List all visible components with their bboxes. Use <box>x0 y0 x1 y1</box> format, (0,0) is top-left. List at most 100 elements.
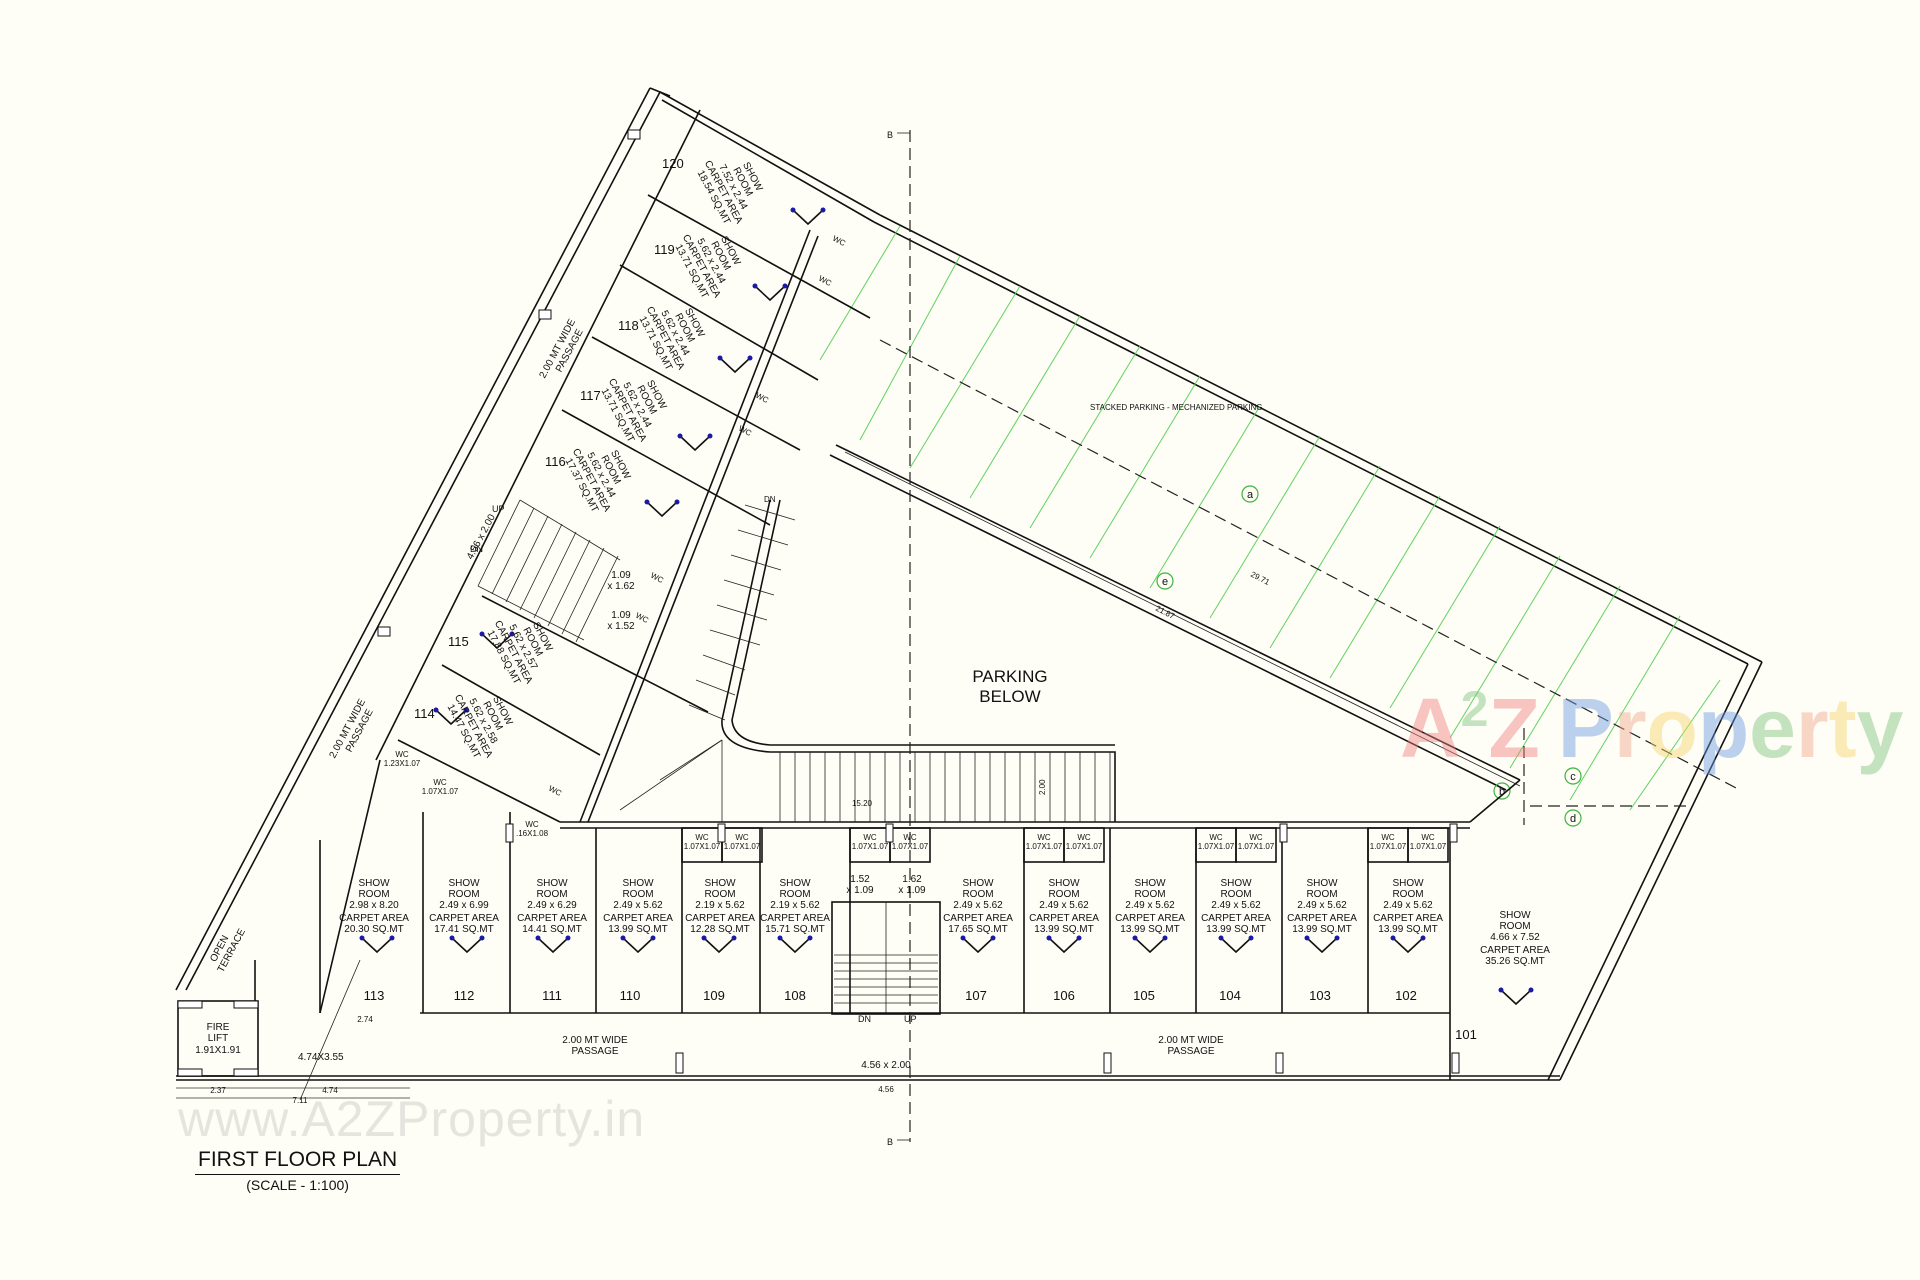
wc-blocks <box>377 129 1460 1074</box>
svg-text:WC: WC <box>831 234 847 248</box>
brand-letter: r <box>1613 681 1647 775</box>
room-107: SHOW ROOM 2.49 x 5.62 CARPET AREA 17.65 … <box>943 878 1013 1003</box>
fire-lift-shaft <box>176 840 410 1101</box>
svg-text:20.30 SQ.MT: 20.30 SQ.MT <box>344 924 403 935</box>
svg-text:110: 110 <box>620 988 641 1003</box>
svg-text:2.00: 2.00 <box>1038 779 1047 795</box>
drawing-scale: (SCALE - 1:100) <box>246 1177 349 1193</box>
svg-text:2.49 x 5.62: 2.49 x 5.62 <box>613 900 663 911</box>
svg-text:CARPET AREA: CARPET AREA <box>943 913 1013 924</box>
svg-text:SHOW: SHOW <box>704 878 736 889</box>
svg-text:117: 117 <box>580 388 601 403</box>
svg-text:STACKED PARKING - MECHANIZED P: STACKED PARKING - MECHANIZED PARKING <box>1090 403 1262 412</box>
svg-text:e: e <box>1162 576 1168 588</box>
svg-text:17.41 SQ.MT: 17.41 SQ.MT <box>434 924 493 935</box>
svg-text:1.07X1.07: 1.07X1.07 <box>1066 842 1103 851</box>
room-118: 118 SHOW ROOM 5.62 x 2.44 CARPET AREA 13… <box>618 305 707 372</box>
svg-text:2.19 x 5.62: 2.19 x 5.62 <box>695 900 745 911</box>
svg-text:WC: WC <box>547 784 563 798</box>
svg-text:SHOW: SHOW <box>779 878 811 889</box>
svg-text:WC: WC <box>1209 833 1223 842</box>
svg-text:13.99 SQ.MT: 13.99 SQ.MT <box>1378 924 1437 935</box>
svg-text:14.41 SQ.MT: 14.41 SQ.MT <box>522 924 581 935</box>
stacked-parking-bays <box>819 225 1741 827</box>
svg-text:CARPET AREA: CARPET AREA <box>517 913 587 924</box>
svg-text:35.26 SQ.MT: 35.26 SQ.MT <box>1485 956 1544 967</box>
svg-text:104: 104 <box>1219 988 1241 1003</box>
svg-text:BELOW: BELOW <box>979 687 1040 706</box>
svg-text:21.87: 21.87 <box>1154 604 1176 621</box>
svg-text:CARPET AREA: CARPET AREA <box>1480 945 1550 956</box>
room-labels-bottom: SHOW ROOM 2.98 x 8.20 CARPET AREA 20.30 … <box>339 878 1550 1003</box>
svg-text:WC: WC <box>735 833 749 842</box>
room-114: 114 SHOW ROOM 5.62 x 2.58 CARPET AREA 14… <box>414 693 515 760</box>
svg-text:4.56: 4.56 <box>878 1085 894 1094</box>
svg-text:15.20: 15.20 <box>852 799 873 808</box>
svg-text:112: 112 <box>454 988 475 1003</box>
svg-text:1.07X1.07: 1.07X1.07 <box>892 842 929 851</box>
brand-letter: r <box>1795 681 1829 775</box>
svg-text:109: 109 <box>703 988 725 1003</box>
svg-text:SHOW: SHOW <box>1134 878 1166 889</box>
svg-text:WC: WC <box>903 833 917 842</box>
svg-text:115: 115 <box>448 634 469 649</box>
brand-letter: Z <box>1488 681 1540 775</box>
svg-text:102: 102 <box>1395 988 1417 1003</box>
svg-text:B: B <box>887 1137 893 1147</box>
svg-text:1.62: 1.62 <box>902 874 922 885</box>
svg-text:WC: WC <box>754 391 770 405</box>
svg-text:x 1.52: x 1.52 <box>607 621 635 632</box>
svg-text:4.66 x 7.52: 4.66 x 7.52 <box>1490 932 1540 943</box>
room-120: 120 SHOW ROOM 7.52 x 2.44 CARPET AREA 18… <box>662 156 765 226</box>
svg-text:x 1.09: x 1.09 <box>846 885 874 896</box>
svg-text:103: 103 <box>1309 988 1331 1003</box>
sprinklers <box>359 207 1534 1006</box>
svg-text:105: 105 <box>1133 988 1155 1003</box>
svg-text:CARPET AREA: CARPET AREA <box>1029 913 1099 924</box>
svg-text:4.74X3.55: 4.74X3.55 <box>298 1052 344 1063</box>
svg-text:2.37: 2.37 <box>210 1086 226 1095</box>
svg-text:ROOM: ROOM <box>1048 889 1079 900</box>
svg-text:SHOW: SHOW <box>1499 910 1531 921</box>
svg-text:PASSAGE: PASSAGE <box>1167 1046 1214 1057</box>
room-117: 117 SHOW ROOM 5.62 x 2.44 CARPET AREA 13… <box>580 377 669 444</box>
svg-text:107: 107 <box>965 988 987 1003</box>
svg-text:2.00 MT WIDE: 2.00 MT WIDE <box>562 1035 628 1046</box>
svg-text:SHOW: SHOW <box>358 878 390 889</box>
svg-text:2.49 x 5.62: 2.49 x 5.62 <box>1211 900 1261 911</box>
svg-text:x 1.09: x 1.09 <box>898 885 926 896</box>
svg-text:WC: WC <box>695 833 709 842</box>
bottom-row-partitions <box>422 130 1451 1142</box>
brand-letter: P <box>1557 681 1614 775</box>
svg-text:108: 108 <box>784 988 806 1003</box>
svg-text:ROOM: ROOM <box>1392 889 1423 900</box>
svg-text:UP: UP <box>492 504 505 514</box>
room-119: 119 SHOW ROOM 5.62 x 2.44 CARPET AREA 13… <box>654 233 743 300</box>
svg-text:ROOM: ROOM <box>358 889 389 900</box>
svg-text:4.56 x 2.00: 4.56 x 2.00 <box>861 1060 911 1071</box>
svg-text:WC: WC <box>525 820 539 829</box>
svg-text:CARPET AREA: CARPET AREA <box>339 913 409 924</box>
svg-text:WC: WC <box>634 611 650 625</box>
svg-text:SHOW: SHOW <box>536 878 568 889</box>
svg-text:2.49 x 5.62: 2.49 x 5.62 <box>1125 900 1175 911</box>
room-106: SHOW ROOM 2.49 x 5.62 CARPET AREA 13.99 … <box>1029 878 1099 1003</box>
svg-text:WC: WC <box>1077 833 1091 842</box>
svg-text:WC: WC <box>1037 833 1051 842</box>
svg-text:2.74: 2.74 <box>357 1015 373 1024</box>
svg-text:1.07X1.07: 1.07X1.07 <box>852 842 889 851</box>
ramp <box>619 499 1116 822</box>
room-108: SHOW ROOM 2.19 x 5.62 CARPET AREA 15.71 … <box>760 878 830 1003</box>
svg-text:17.65 SQ.MT: 17.65 SQ.MT <box>948 924 1007 935</box>
svg-text:2.49 x 5.62: 2.49 x 5.62 <box>1383 900 1433 911</box>
room-112: SHOW ROOM 2.49 x 6.99 CARPET AREA 17.41 … <box>429 878 499 1003</box>
svg-text:WC: WC <box>433 778 447 787</box>
svg-text:2.00 MT WIDE: 2.00 MT WIDE <box>1158 1035 1224 1046</box>
site-watermark: www.A2ZProperty.in <box>178 1091 646 1147</box>
svg-text:114: 114 <box>414 706 435 721</box>
svg-text:116: 116 <box>545 454 566 469</box>
svg-text:PASSAGE: PASSAGE <box>571 1046 618 1057</box>
svg-text:1.09: 1.09 <box>611 610 631 621</box>
svg-text:2.49 x 5.62: 2.49 x 5.62 <box>1039 900 1089 911</box>
